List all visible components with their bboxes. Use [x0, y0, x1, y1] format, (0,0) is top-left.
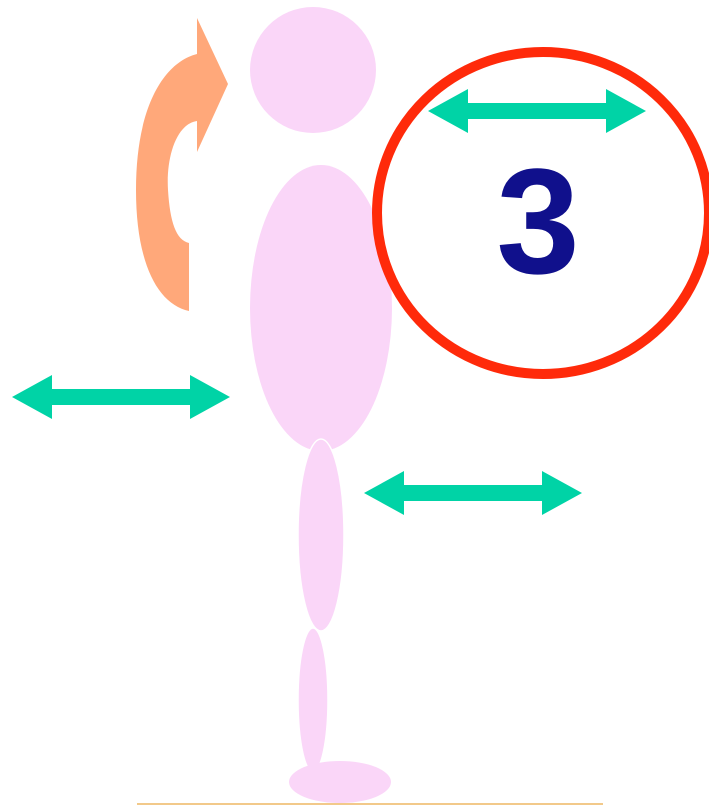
figure-torso — [250, 165, 392, 451]
figure-shin — [298, 628, 328, 772]
badge-number: 3 — [496, 137, 579, 305]
rotation-arrow-icon — [136, 18, 228, 311]
figure-thigh — [298, 439, 344, 631]
standing-figure — [250, 7, 392, 803]
double-arrow-left-icon — [12, 375, 230, 419]
figure-foot — [289, 761, 391, 803]
figure-head — [250, 7, 376, 133]
step-number-badge: 3 — [377, 52, 709, 374]
double-arrow-top-icon — [428, 89, 646, 133]
double-arrow-right-icon — [364, 471, 582, 515]
